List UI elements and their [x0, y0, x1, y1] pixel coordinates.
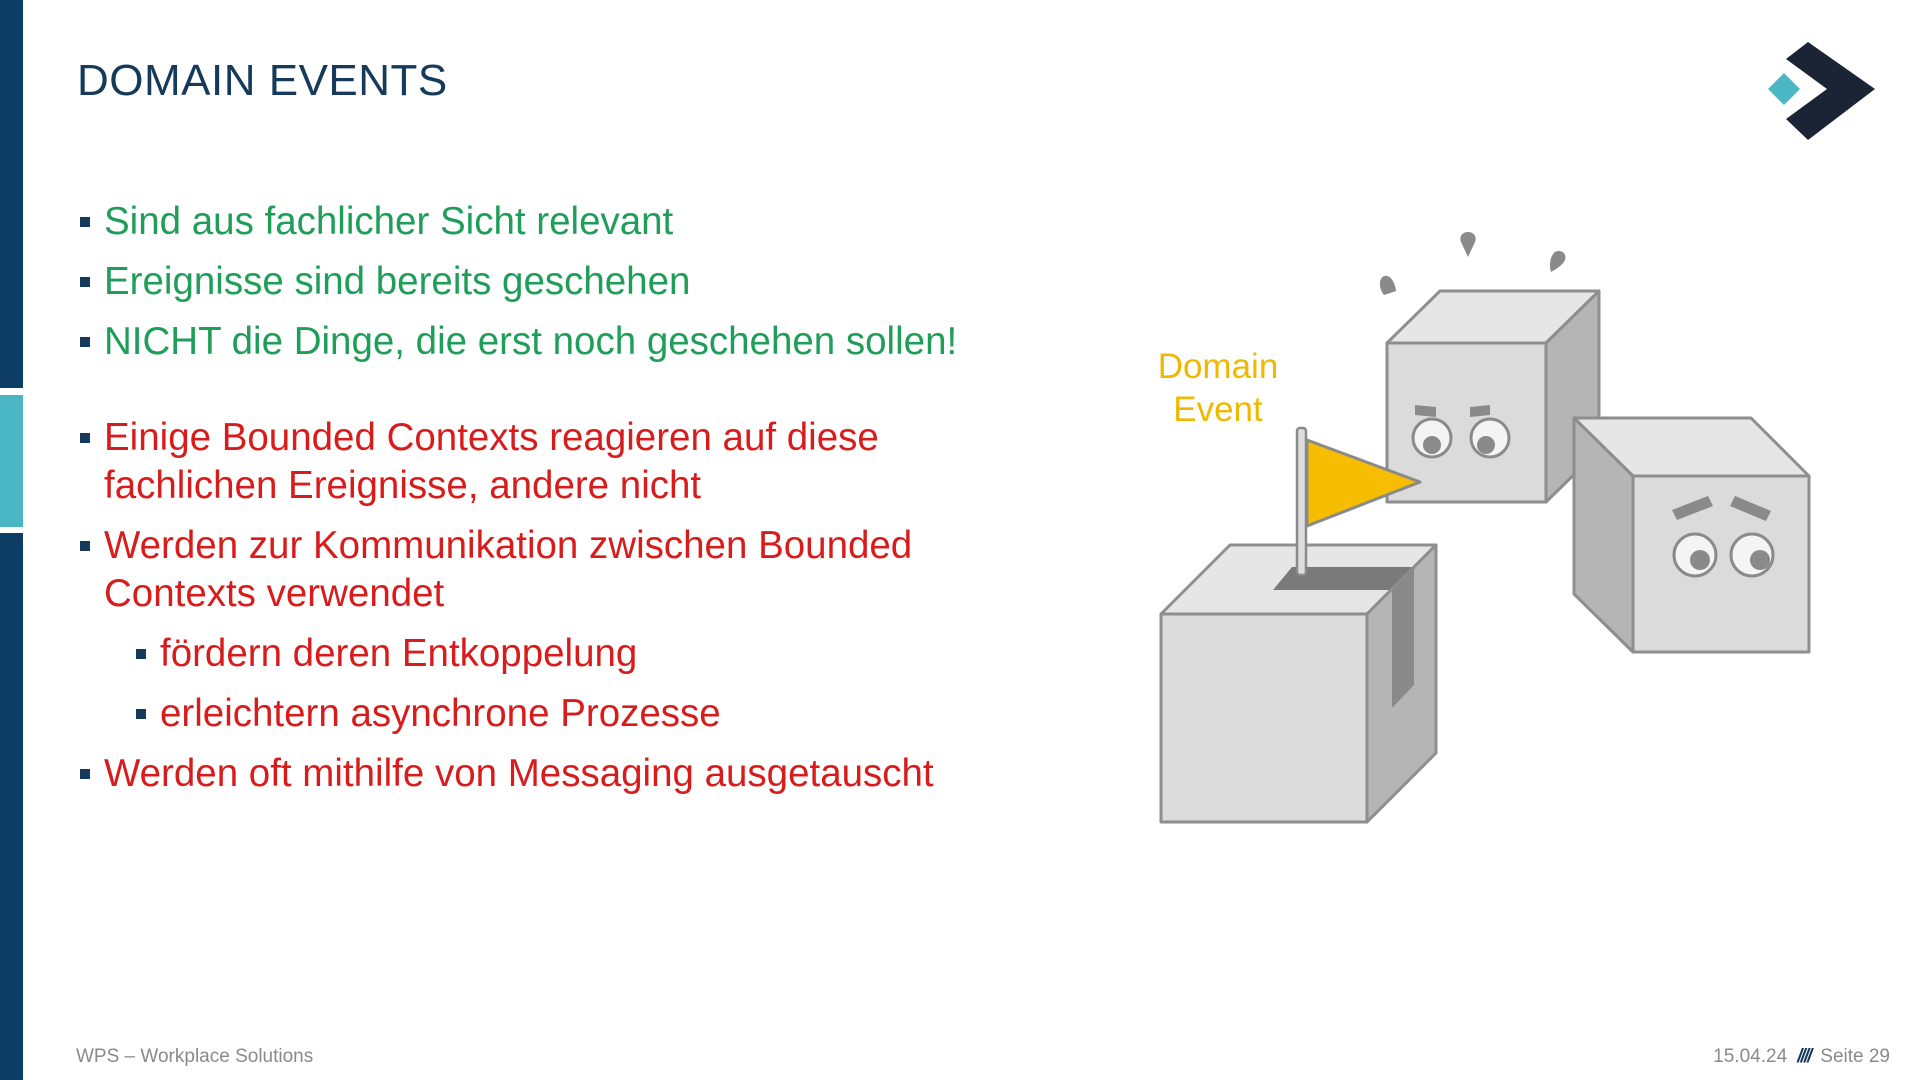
right-cube-face — [1672, 496, 1775, 578]
bullet-item: Werden oft mithilfe von Messaging ausget… — [78, 750, 1058, 798]
bullet-item: Ereignisse sind bereits geschehen — [78, 258, 1058, 306]
square-bullet-icon — [136, 709, 146, 719]
bullet-item: Einige Bounded Contexts reagieren auf di… — [78, 414, 1058, 510]
slide-title: DOMAIN EVENTS — [77, 56, 448, 105]
flag-icon — [1295, 426, 1422, 577]
sidebar-accent-top — [0, 0, 23, 388]
square-bullet-icon — [80, 769, 90, 779]
square-bullet-icon — [80, 433, 90, 443]
square-bullet-icon — [80, 337, 90, 347]
domain-event-label-line2: Event — [1173, 390, 1263, 429]
upper-cube-face — [1411, 405, 1511, 459]
domain-event-label-line1: Domain — [1157, 347, 1279, 386]
front-cube — [1159, 543, 1438, 824]
sidebar-accent-middle — [0, 395, 23, 527]
domain-event-cubes-illustration — [1159, 232, 1811, 824]
bullet-text: NICHT die Dinge, die erst noch geschehen… — [104, 320, 958, 363]
footer-date: 15.04.24 — [1713, 1046, 1788, 1067]
sub-bullet-text: erleichtern asynchrone Prozesse — [160, 692, 721, 735]
footer-page-number: Seite 29 — [1820, 1046, 1890, 1067]
footer-separator: //// — [1797, 1046, 1812, 1067]
square-bullet-icon — [80, 541, 90, 551]
sidebar-accent-bottom — [0, 533, 23, 1080]
square-bullet-icon — [136, 649, 146, 659]
bullet-text: Sind aus fachlicher Sicht relevant — [104, 200, 674, 243]
bullet-item: NICHT die Dinge, die erst noch geschehen… — [78, 318, 1058, 366]
domain-event-label: Domain Event — [1148, 345, 1288, 431]
bullet-text: Werden zur Kommunikation zwischen Bounde… — [104, 524, 913, 615]
sub-bullet-text: fördern deren Entkoppelung — [160, 632, 638, 675]
square-bullet-icon — [80, 277, 90, 287]
bullet-text: Einige Bounded Contexts reagieren auf di… — [104, 416, 879, 507]
sweat-drops — [1379, 232, 1566, 295]
upper-cube — [1385, 289, 1601, 504]
footer-company: WPS – Workplace Solutions — [76, 1046, 314, 1067]
sub-bullet-item: fördern deren Entkoppelung — [134, 630, 1058, 678]
sub-bullet-item: erleichtern asynchrone Prozesse — [134, 690, 1058, 738]
wps-chevron-logo-icon — [1768, 42, 1875, 140]
bullet-list: Sind aus fachlicher Sicht relevant Ereig… — [78, 198, 1058, 810]
bullet-text: Werden oft mithilfe von Messaging ausget… — [104, 752, 934, 795]
footer-meta: 15.04.24 //// Seite 29 — [1713, 1046, 1890, 1068]
bullet-item: Werden zur Kommunikation zwischen Bounde… — [78, 522, 1058, 618]
square-bullet-icon — [80, 217, 90, 227]
bullet-text: Ereignisse sind bereits geschehen — [104, 260, 691, 303]
bullet-item: Sind aus fachlicher Sicht relevant — [78, 198, 1058, 246]
